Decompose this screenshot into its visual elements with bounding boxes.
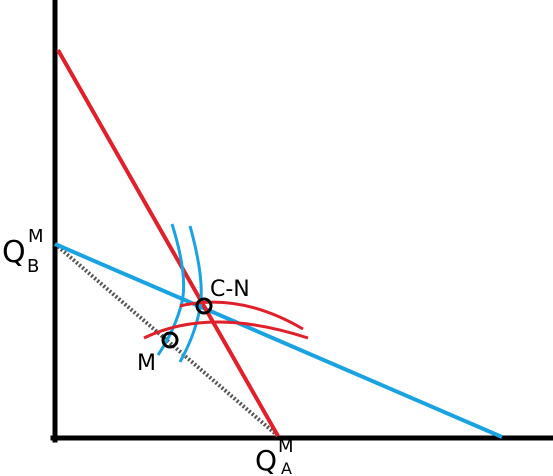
red-reaction-line <box>56 49 280 437</box>
y-axis-label-superscript: M <box>28 226 44 247</box>
m-point-marker <box>161 331 179 349</box>
cn-point-marker <box>195 297 213 315</box>
x-axis-label: Q <box>255 444 277 476</box>
m-point-label: M <box>137 351 156 376</box>
blue-isoprofit-curve-1 <box>156 223 186 356</box>
x-axis-label-subscript: A <box>281 459 292 476</box>
y-axis-label-subscript: B <box>27 256 39 277</box>
blue-isoprofit-curve-2 <box>178 225 203 363</box>
y-axis-label: Q <box>2 235 26 270</box>
cn-point-label: C-N <box>210 277 250 302</box>
red-isoprofit-curve-2 <box>143 320 309 340</box>
red-isoprofit-curve-1 <box>179 300 304 331</box>
x-axis-label-superscript: M <box>278 436 294 457</box>
blue-reaction-line <box>54 242 503 439</box>
gray-dashed-line <box>53 242 280 438</box>
